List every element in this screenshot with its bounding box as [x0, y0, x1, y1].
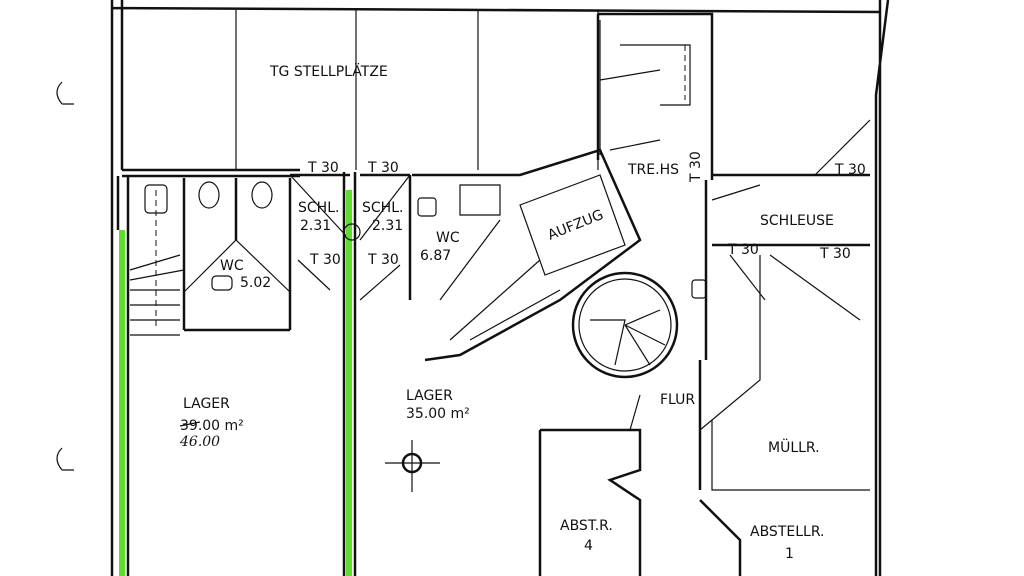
door-label: T 30 [309, 252, 341, 268]
label-wc-2-area: 6.87 [420, 248, 451, 264]
label-schleuse: SCHLEUSE [760, 213, 834, 229]
label-tg-stellplaetze: TG STELLPLÄTZE [269, 62, 388, 80]
label-lager-2: LAGER [406, 388, 453, 404]
door-label: T 30 [307, 160, 339, 176]
door-label: T 30 [688, 151, 704, 183]
punch-hole-marks [56, 81, 74, 471]
walls [110, 0, 890, 576]
reference-crosshair [385, 440, 440, 492]
label-lager-1: LAGER [183, 396, 230, 412]
label-treppenhaus: TRE.HS [627, 162, 679, 178]
label-abstellraum-4: ABST.R. [560, 518, 613, 534]
label-lager-1-area-corrected: 46.00 [179, 434, 220, 450]
label-schl-1: SCHL. [298, 200, 339, 216]
door-label: T 30 [727, 242, 759, 258]
label-lager-2-area: 35.00 m² [406, 406, 470, 422]
door-label: T 30 [367, 252, 399, 268]
door-label: T 30 [819, 246, 851, 262]
label-abstellraum-1-number: 1 [785, 546, 794, 562]
label-flur: FLUR [660, 392, 695, 408]
door-label: T 30 [367, 160, 399, 176]
label-muellraum: MÜLLR. [768, 438, 820, 456]
label-wc-1: WC [220, 258, 244, 274]
door-label: T 30 [834, 162, 866, 178]
label-lager-1-area: 39.00 m² [180, 418, 244, 434]
label-wc-2: WC [436, 230, 460, 246]
label-schl-2: SCHL. [362, 200, 403, 216]
label-aufzug: AUFZUG [546, 207, 606, 244]
label-schl-1-area: 2.31 [300, 218, 331, 234]
label-abstellraum-4-number: 4 [584, 538, 593, 554]
label-schl-2-area: 2.31 [372, 218, 403, 234]
label-wc-1-area: 5.02 [240, 275, 271, 291]
label-abstellraum-1: ABSTELLR. [750, 524, 825, 540]
